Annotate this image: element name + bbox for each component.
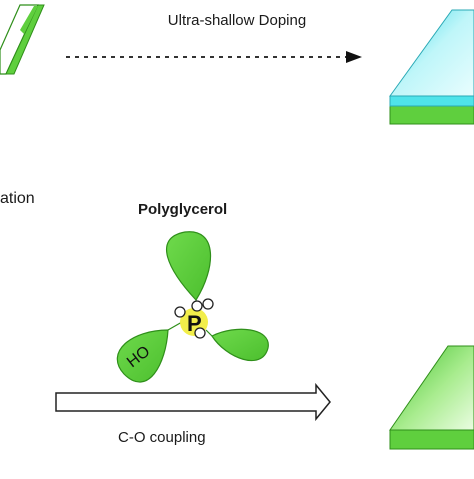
polyglycerol-molecule: P HO <box>116 231 269 383</box>
bottom-hollow-arrow <box>55 382 331 422</box>
top-arrow-label: Ultra-shallow Doping <box>167 12 307 29</box>
right-leaf <box>211 328 269 362</box>
doped-slab <box>389 9 474 125</box>
left-partial-label: ation <box>0 190 35 207</box>
left-leaf <box>116 329 169 383</box>
coupled-slab <box>389 345 474 450</box>
partial-green-slab <box>0 4 45 75</box>
upper-leaf <box>166 231 212 301</box>
bottom-arrow-label: C-O coupling <box>118 429 206 446</box>
molecule-name: Polyglycerol <box>138 201 228 218</box>
top-dashed-arrow <box>66 51 362 63</box>
